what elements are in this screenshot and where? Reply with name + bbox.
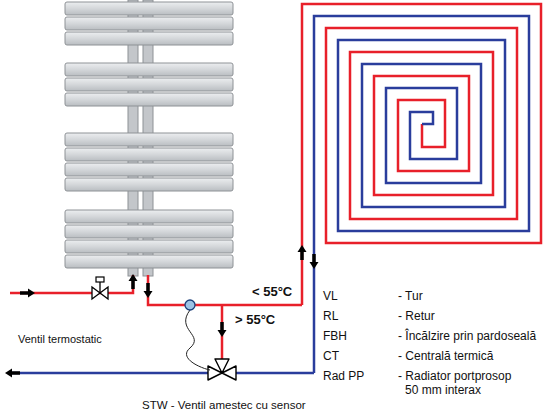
radiator-slab — [65, 225, 233, 238]
radiator-slab — [65, 78, 233, 91]
radiator-slab — [65, 240, 233, 253]
valve-label: STW - Ventil amestec cu sensor — [142, 399, 306, 412]
mixing-valve — [208, 359, 236, 380]
arrow-shaft — [312, 254, 316, 262]
arrow-shaft — [20, 291, 28, 295]
abbreviation: CT — [323, 350, 339, 364]
return-pipe — [10, 372, 214, 375]
radiator-slab — [65, 255, 233, 268]
radiator-slab — [65, 17, 233, 30]
valve-label: Ventil termostatic — [18, 333, 102, 346]
radiator-slab — [65, 63, 233, 76]
flow-arrow — [20, 289, 35, 298]
flow-arrow — [144, 283, 153, 298]
arrow-head — [218, 330, 227, 337]
towel-radiator — [65, 0, 233, 276]
temperature-label: < 55°C — [252, 285, 292, 300]
flow-arrow — [129, 274, 138, 289]
abbreviation-meaning: - Centrală termică — [398, 350, 493, 364]
flow-arrow — [298, 245, 307, 260]
temperature-label: > 55°C — [235, 313, 275, 328]
arrow-shaft — [12, 371, 20, 375]
arrow-head — [28, 289, 35, 298]
arrow-head — [298, 245, 307, 252]
flow-arrow — [310, 254, 319, 269]
flow-arrow — [218, 322, 227, 337]
valve-head — [96, 277, 104, 282]
abbreviation: Rad PP — [323, 370, 364, 384]
return-pipe — [230, 372, 314, 375]
arrow-shaft — [220, 322, 224, 330]
floor-heating-return-pipe — [314, 16, 529, 373]
radiator-return-pipe — [148, 275, 302, 305]
radiator-slab — [65, 2, 233, 15]
arrow-shaft — [300, 252, 304, 260]
arrow-shaft — [131, 281, 135, 289]
abbreviation-meaning: - Încălzire prin pardoseală — [398, 330, 536, 344]
abbreviation-meaning: - Tur — [398, 290, 423, 304]
arrow-head — [5, 369, 12, 378]
flow-arrow — [5, 369, 20, 378]
radiator-slab — [65, 32, 233, 45]
radiator-slab — [65, 133, 233, 146]
valve-body — [208, 359, 236, 380]
radiator-slab — [65, 148, 233, 161]
radiator-slab — [65, 93, 233, 106]
abbreviation-meaning: - Retur — [398, 310, 435, 324]
arrow-head — [129, 274, 138, 281]
radiator-slab — [65, 210, 233, 223]
valve-stem — [99, 282, 100, 293]
radiator-slab — [65, 178, 233, 191]
arrow-head — [310, 262, 319, 269]
abbreviation-meaning: - Radiator portprosop 50 mm interax — [398, 370, 523, 398]
thermostatic-valve — [92, 277, 108, 299]
temperature-sensor — [185, 300, 195, 310]
abbreviation: VL — [323, 290, 338, 304]
arrow-shaft — [146, 283, 150, 291]
abbreviation: FBH — [323, 330, 347, 344]
radiator-slab — [65, 163, 233, 176]
arrow-head — [144, 291, 153, 298]
sensor-wire — [186, 310, 210, 370]
abbreviation: RL — [323, 310, 338, 324]
